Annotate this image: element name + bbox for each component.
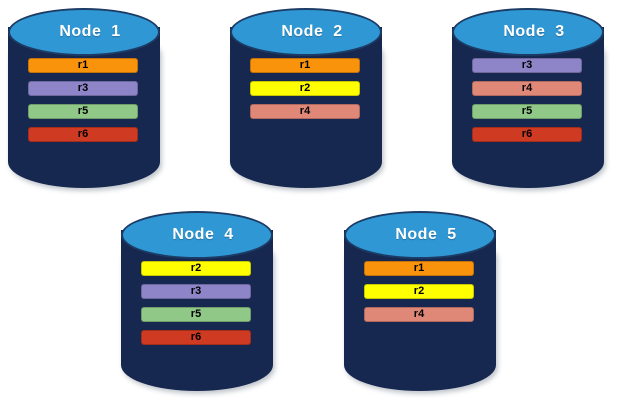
replica-bar[interactable]: r3: [28, 81, 138, 96]
replica-bar[interactable]: r6: [141, 330, 251, 345]
replica-list: r1 r2 r4: [230, 58, 382, 119]
replica-bar[interactable]: r3: [141, 284, 251, 299]
replica-bar[interactable]: r2: [141, 261, 251, 276]
replica-bar[interactable]: r4: [364, 307, 474, 322]
cylinder-top-ellipse: [230, 8, 382, 56]
replica-bar[interactable]: r4: [250, 104, 360, 119]
replica-bar[interactable]: r5: [141, 307, 251, 322]
node-label: Node 3: [503, 23, 565, 40]
node-label: Node 4: [172, 226, 234, 243]
node-label: Node 2: [281, 23, 343, 40]
node-label: Node 5: [395, 226, 457, 243]
database-node-1[interactable]: Node 1 r1 r3 r5 r6: [8, 8, 160, 188]
replica-bar[interactable]: r5: [472, 104, 582, 119]
replica-bar[interactable]: r6: [28, 127, 138, 142]
replica-list: r1 r2 r4: [344, 261, 496, 322]
node-label: Node 1: [59, 23, 121, 40]
cylinder-top-ellipse: [452, 8, 604, 56]
replica-bar[interactable]: r5: [28, 104, 138, 119]
cylinder-top-ellipse: [344, 211, 496, 259]
database-node-3[interactable]: Node 3 r3 r4 r5 r6: [452, 8, 604, 188]
replica-bar[interactable]: r1: [250, 58, 360, 73]
database-node-2[interactable]: Node 2 r1 r2 r4: [230, 8, 382, 188]
replica-bar[interactable]: r4: [472, 81, 582, 96]
replica-bar[interactable]: r1: [28, 58, 138, 73]
replica-bar[interactable]: r6: [472, 127, 582, 142]
database-node-5[interactable]: Node 5 r1 r2 r4: [344, 211, 496, 391]
replica-bar[interactable]: r2: [364, 284, 474, 299]
database-node-4[interactable]: Node 4 r2 r3 r5 r6: [121, 211, 273, 391]
cylinder-top-ellipse: [121, 211, 273, 259]
replica-bar[interactable]: r1: [364, 261, 474, 276]
replica-list: r3 r4 r5 r6: [452, 58, 604, 142]
cylinder-top-ellipse: [8, 8, 160, 56]
replica-list: r1 r3 r5 r6: [8, 58, 160, 142]
replica-bar[interactable]: r3: [472, 58, 582, 73]
replica-bar[interactable]: r2: [250, 81, 360, 96]
replica-list: r2 r3 r5 r6: [121, 261, 273, 345]
